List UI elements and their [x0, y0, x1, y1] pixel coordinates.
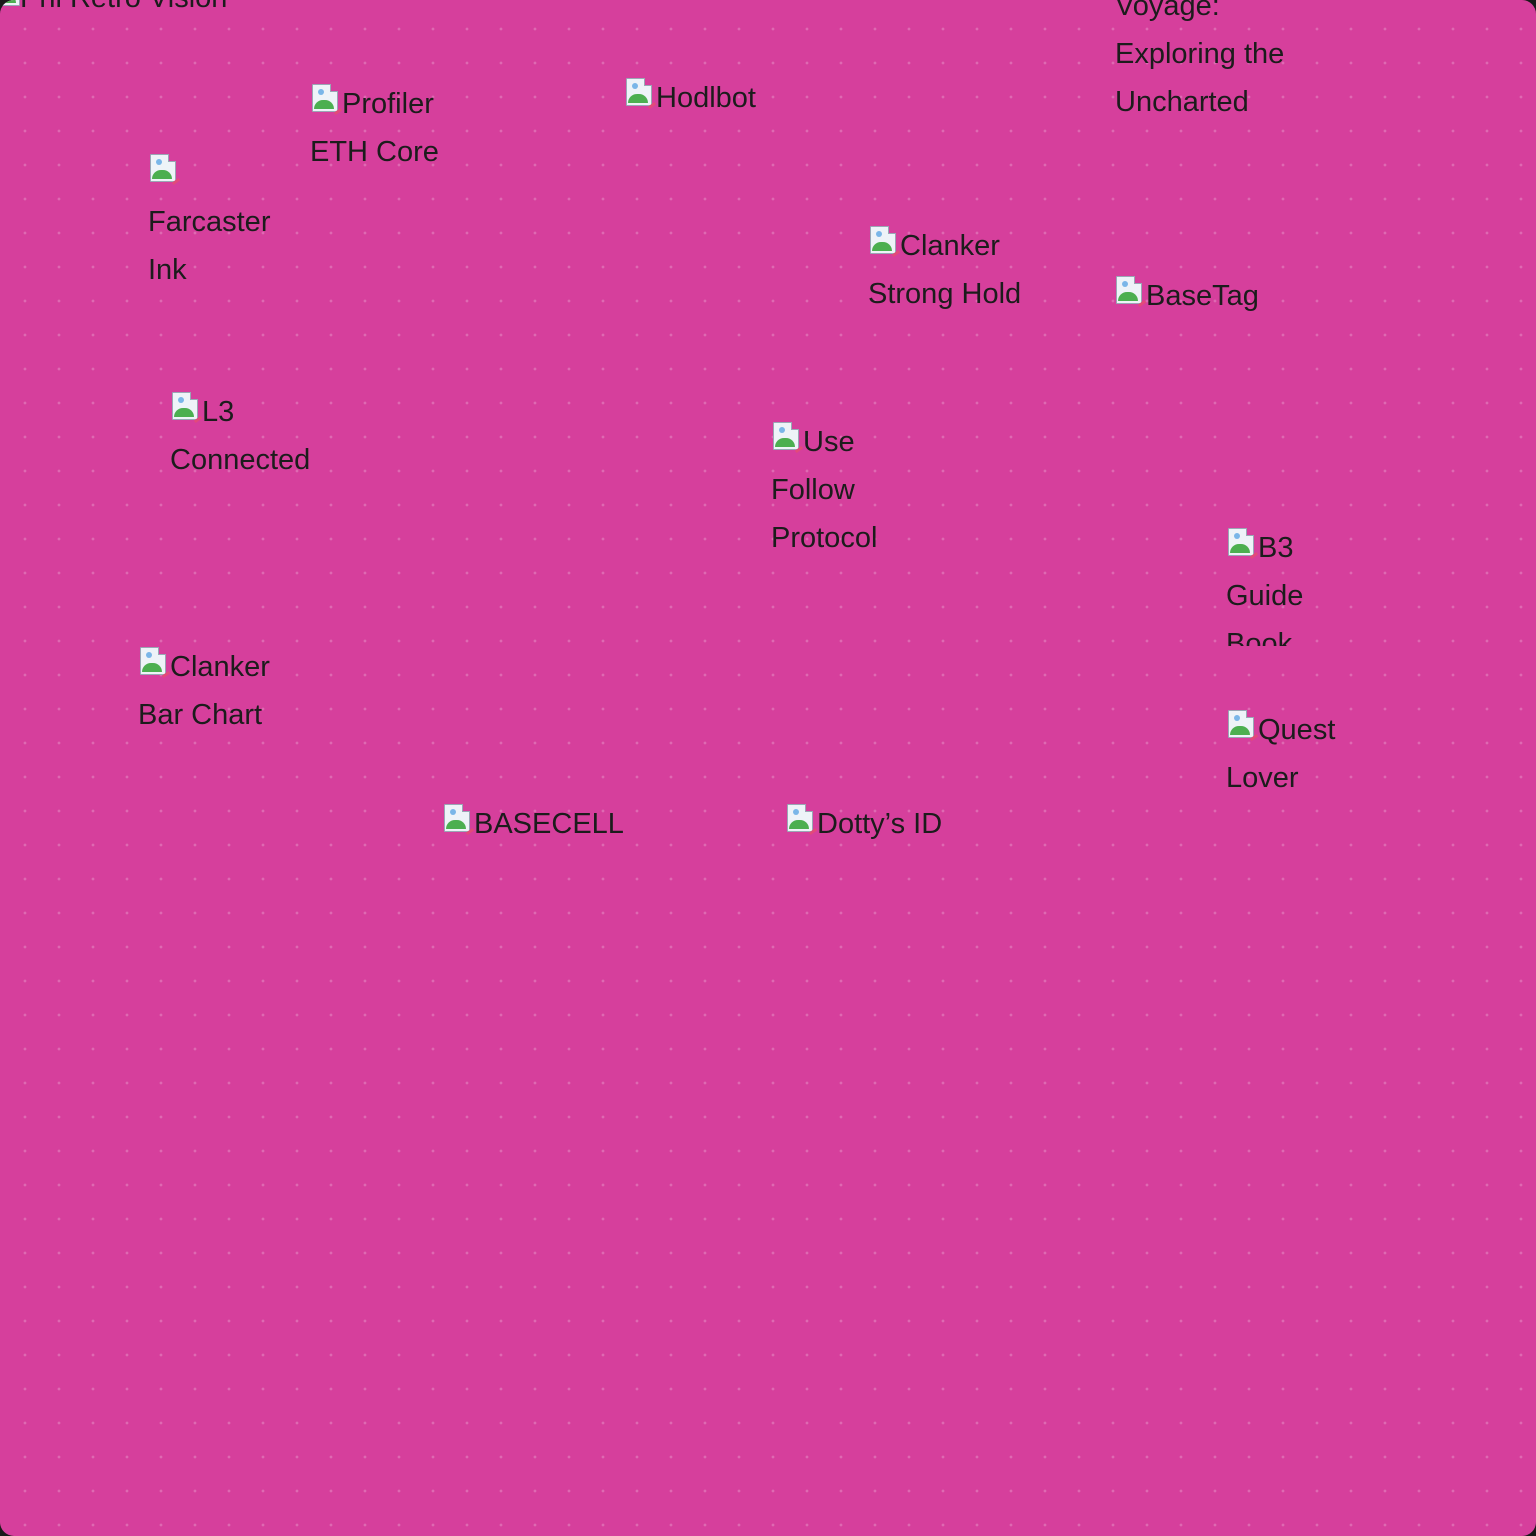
broken-image-icon [624, 77, 657, 110]
broken-image-icon [310, 83, 343, 116]
board-item-farcaster-ink[interactable]: Farcaster Ink [148, 150, 293, 294]
board-item-label: L3 Connected [170, 396, 311, 476]
board-item-label: Phi Retro Vision [20, 0, 227, 14]
board-item-basetag[interactable]: BaseTag [1114, 272, 1334, 320]
board-item-profiler-eth-core[interactable]: Profiler ETH Core [310, 80, 460, 176]
board-item-phi-retro-vision[interactable]: Phi Retro Vision [0, 0, 324, 22]
board-item-label: Use Follow Protocol [771, 426, 878, 554]
board-item-label: Voyage: Exploring the Uncharted [1115, 0, 1285, 118]
broken-image-icon [138, 646, 171, 679]
broken-image-icon [0, 0, 20, 9]
board-item-dottys-id[interactable]: Dotty’s ID [785, 800, 1045, 848]
board-item-label: B3 Guide Book [1226, 532, 1304, 646]
board-item-label: Hodlbot [656, 82, 756, 114]
board-item-label: BASECELL [474, 808, 624, 840]
board-item-label: Clanker Bar Chart [138, 651, 270, 731]
broken-image-icon [148, 153, 181, 186]
board-item-voyage[interactable]: Voyage: Exploring the Uncharted [1115, 0, 1330, 126]
board-item-clanker-strong-hold[interactable]: Clanker Strong Hold [868, 222, 1058, 318]
broken-image-icon [771, 421, 804, 454]
broken-image-icon [868, 225, 901, 258]
board-item-quest-lover[interactable]: Quest Lover [1226, 706, 1366, 802]
board-item-b3-guide-book[interactable]: B3 Guide Book [1226, 524, 1336, 646]
board-item-l3-connected[interactable]: L3 Connected [170, 388, 340, 484]
broken-image-icon [442, 803, 475, 836]
board-item-basecell[interactable]: BASECELL [442, 800, 702, 848]
board-item-label: Farcaster Ink [148, 206, 271, 286]
board-item-clanker-bar-chart[interactable]: Clanker Bar Chart [138, 643, 298, 739]
broken-image-icon [785, 803, 818, 836]
broken-image-icon [170, 391, 203, 424]
broken-image-icon [1226, 709, 1259, 742]
board-item-label: BaseTag [1146, 280, 1259, 312]
board-item-label: Clanker Strong Hold [868, 230, 1022, 310]
board-item-label: Quest Lover [1226, 714, 1336, 794]
board-item-label: Dotty’s ID [817, 808, 943, 840]
broken-image-icon [1114, 275, 1147, 308]
board-item-use-follow-protocol[interactable]: Use Follow Protocol [771, 418, 911, 562]
broken-image-icon [1226, 527, 1259, 560]
board-item-label: Profiler ETH Core [310, 88, 439, 168]
board-item-hodlbot[interactable]: Hodlbot [624, 74, 844, 122]
